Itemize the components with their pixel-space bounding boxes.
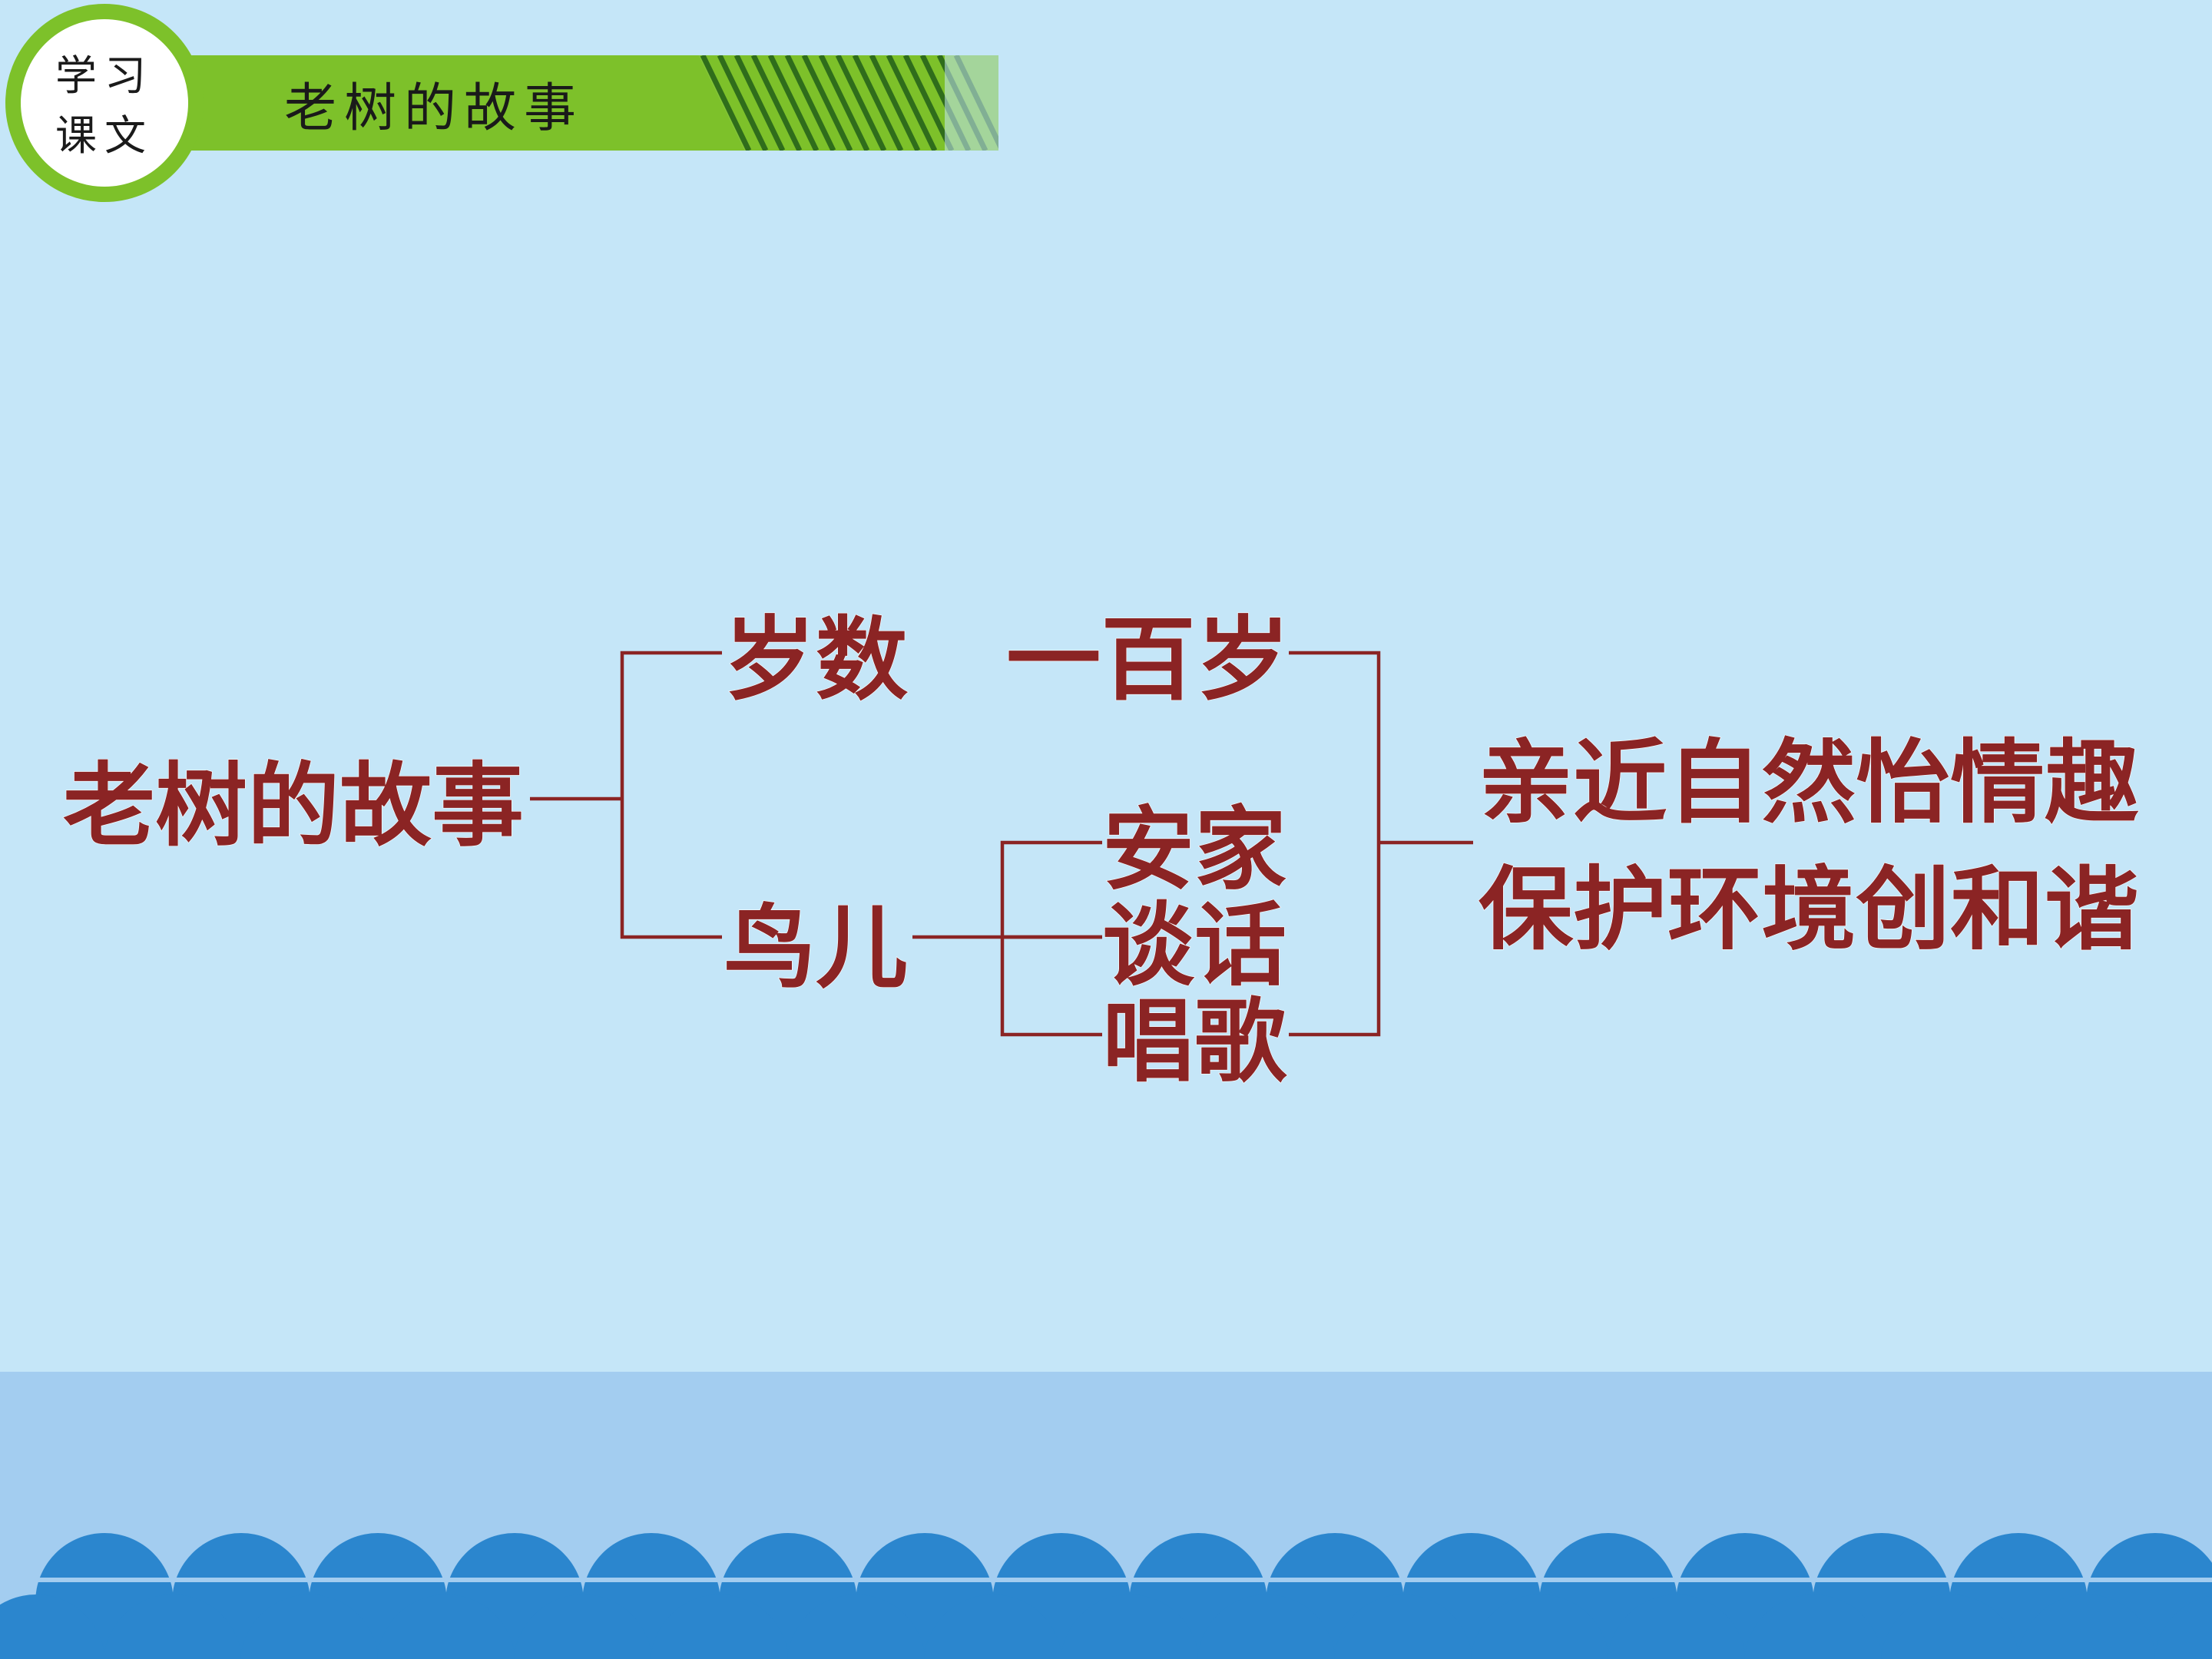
header-title: 老树的故事 [284,78,584,139]
branch-birds-node: 鸟儿 [724,894,908,1001]
bird-act-talking: 谈话 [1102,892,1286,998]
bird-act-singing: 唱歌 [1102,988,1287,1094]
connector-lines [530,651,1473,1037]
lesson-badge [5,4,204,202]
theme-line-2: 保护环境创和谐 [1479,856,2139,962]
theme-line-1: 亲近自然怡情趣 [1479,729,2139,836]
title-banner [154,55,745,151]
wave-footer [0,1372,2212,1659]
age-value-node: 一百岁 [1006,606,1290,713]
wave-separator [0,1578,2212,1582]
badge-text-line2: 课文 [55,111,154,160]
bird-act-nesting: 安家 [1102,796,1286,902]
banner-stripes [699,55,998,151]
root-node: 老树的故事 [63,752,524,859]
badge-text-line1: 学习 [55,51,154,100]
lesson-header [5,4,998,202]
branch-age-node: 岁数 [724,606,908,713]
wave-row-front [0,1594,2212,1659]
